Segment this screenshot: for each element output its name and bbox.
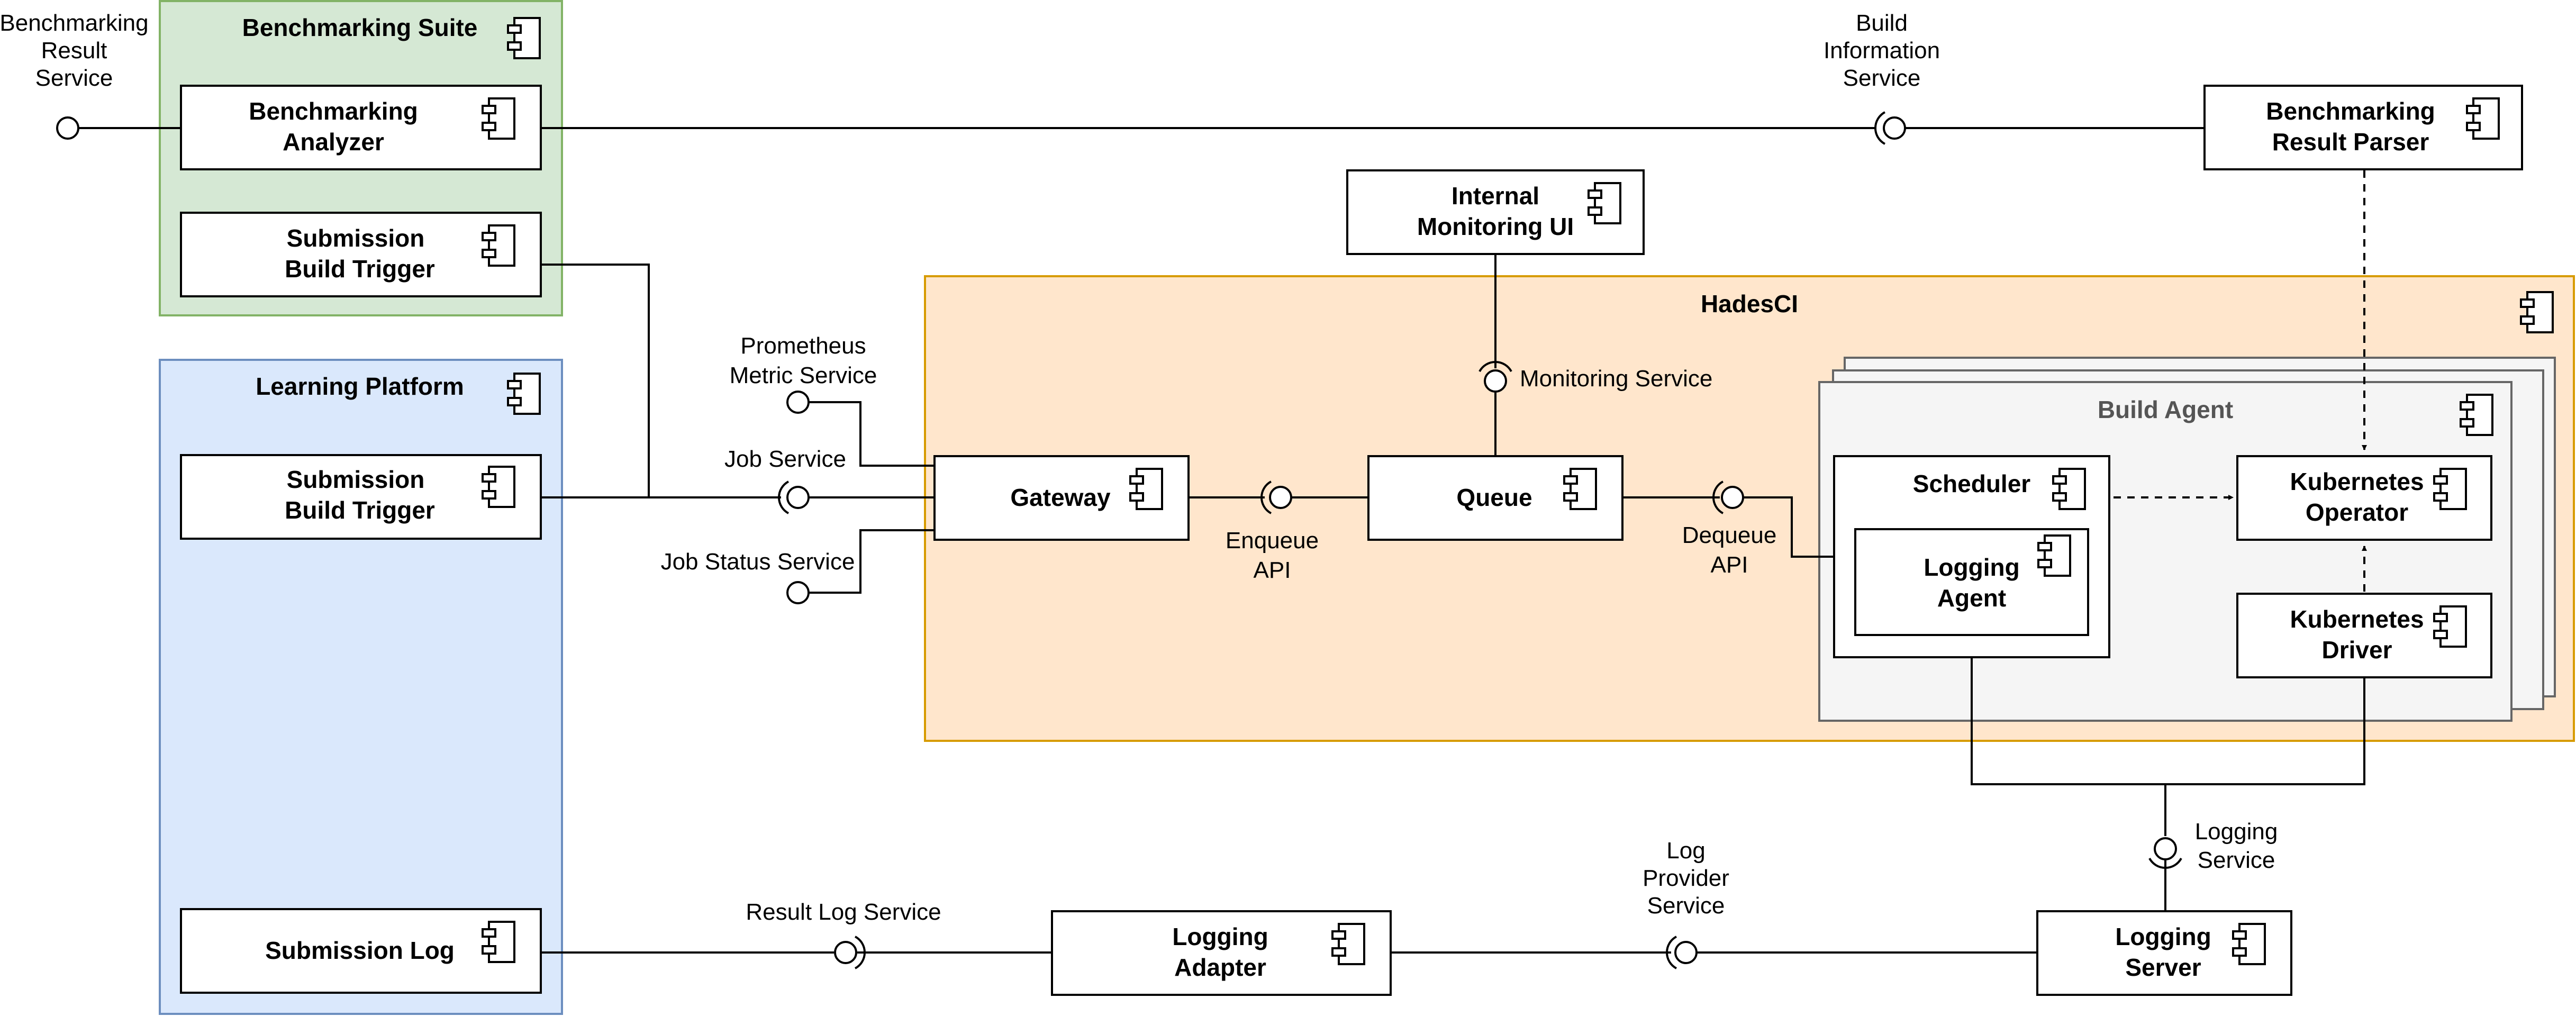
component-label: Server — [2125, 954, 2201, 981]
group-title-hadesci: HadesCI — [1701, 290, 1798, 318]
interface-label: API — [1254, 557, 1291, 583]
required-interface-icon — [2148, 858, 2182, 869]
component-label: Internal — [1452, 182, 1539, 210]
label-logging-service: Logging Service — [2195, 819, 2278, 873]
provided-interface-icon — [1883, 116, 1906, 140]
component-kubernetes-operator[interactable]: Kubernetes Operator — [2236, 455, 2492, 541]
component-kubernetes-driver[interactable]: Kubernetes Driver — [2236, 593, 2492, 678]
component-submission-build-trigger-lp[interactable]: Submission Build Trigger — [180, 454, 542, 540]
component-label: Logging — [1924, 554, 2019, 581]
interface-label: API — [1711, 552, 1748, 578]
interface-label: Provider — [1643, 865, 1729, 891]
connector-line — [1971, 657, 2365, 785]
component-label: Agent — [1937, 584, 2006, 612]
required-interface-icon — [778, 480, 789, 514]
component-label: Submission — [287, 466, 425, 493]
required-interface-icon — [1712, 480, 1724, 514]
group-title-benchmarking-suite: Benchmarking Suite — [242, 14, 478, 41]
provided-interface-icon — [1269, 486, 1292, 509]
interface-label: Service — [2198, 847, 2275, 873]
required-interface-icon — [1260, 480, 1272, 514]
label-monitoring-service: Monitoring Service — [1520, 366, 1712, 392]
interface-label: Service — [35, 65, 113, 91]
component-label: Submission — [287, 224, 425, 252]
provided-interface-icon — [1484, 369, 1507, 393]
required-interface-icon — [855, 936, 866, 969]
component-label: Queue — [1456, 484, 1532, 511]
component-scheduler[interactable]: Scheduler Logging Agent — [1833, 455, 2110, 658]
group-title-build-agent: Build Agent — [2098, 396, 2233, 423]
component-label: Benchmarking — [2266, 97, 2435, 125]
component-label: Kubernetes — [2290, 605, 2424, 633]
component-label: Driver — [2322, 636, 2392, 664]
provided-interface-icon — [1674, 941, 1698, 964]
connector-line — [809, 529, 935, 594]
required-interface-icon — [1874, 111, 1885, 145]
label-enqueue-api: Enqueue API — [1226, 528, 1319, 583]
interface-label: Enqueue — [1226, 528, 1319, 554]
component-label: Adapter — [1174, 954, 1266, 981]
interface-label: Benchmarking — [0, 10, 149, 36]
provided-interface-icon — [1721, 486, 1744, 509]
component-label: Kubernetes — [2290, 468, 2424, 495]
dependencies — [2114, 170, 2367, 592]
provided-interface-icon — [2154, 837, 2177, 860]
label-job-service: Job Service — [724, 446, 846, 472]
component-label: Logging — [1172, 923, 1268, 950]
interface-label: Result — [41, 38, 107, 64]
component-gateway[interactable]: Gateway — [933, 455, 1190, 541]
component-queue[interactable]: Queue — [1367, 455, 1623, 541]
component-label: Gateway — [1010, 484, 1111, 511]
interface-label: Information — [1824, 38, 1940, 64]
component-label: Scheduler — [1913, 470, 2031, 497]
component-label: Benchmarking — [249, 97, 418, 125]
component-logging-server[interactable]: Logging Server — [2036, 910, 2292, 996]
component-benchmarking-result-parser[interactable]: Benchmarking Result Parser — [2203, 85, 2523, 170]
provided-interface-icon — [56, 116, 79, 140]
interface-label: Metric Service — [730, 362, 877, 388]
provided-interface-icon — [786, 391, 810, 414]
label-prometheus-metric-service: Prometheus Metric Service — [730, 333, 877, 388]
required-interface-icon — [1479, 361, 1512, 372]
component-label: Build Trigger — [285, 255, 435, 283]
provided-interface-icon — [786, 486, 810, 509]
interface-label: Log — [1666, 838, 1705, 864]
component-benchmarking-analyzer[interactable]: Benchmarking Analyzer — [180, 85, 542, 170]
label-build-information-service: Build Information Service — [1824, 10, 1940, 91]
component-label: Build Trigger — [285, 496, 435, 524]
interface-label: Prometheus — [740, 333, 866, 359]
connector-line — [540, 264, 650, 497]
label-job-status-service: Job Status Service — [661, 549, 855, 575]
component-submission-log[interactable]: Submission Log — [180, 908, 542, 994]
component-submission-build-trigger-bs[interactable]: Submission Build Trigger — [180, 212, 542, 297]
interface-symbols — [56, 111, 2182, 969]
component-label: Monitoring UI — [1417, 213, 1574, 240]
required-interface-icon — [1666, 936, 1677, 969]
component-label: Logging — [2115, 923, 2211, 950]
connectors — [78, 127, 2365, 954]
component-label: Operator — [2306, 498, 2408, 526]
component-label: Analyzer — [283, 128, 384, 156]
component-label: Submission Log — [265, 937, 455, 964]
connector-line — [1743, 496, 1834, 558]
interface-label: Service — [1647, 893, 1725, 919]
group-title-learning-platform: Learning Platform — [256, 373, 464, 400]
label-log-provider-service: Log Provider Service — [1643, 838, 1729, 919]
interface-label: Build — [1856, 10, 1908, 36]
interface-label: Dequeue — [1682, 522, 1777, 548]
component-logging-adapter[interactable]: Logging Adapter — [1051, 910, 1392, 996]
interface-label: Service — [1843, 65, 1921, 91]
label-benchmarking-result-service: Benchmarking Result Service — [0, 10, 149, 91]
label-dequeue-api: Dequeue API — [1682, 522, 1777, 578]
component-logging-agent[interactable]: Logging Agent — [1854, 528, 2089, 636]
component-internal-monitoring-ui[interactable]: Internal Monitoring UI — [1346, 169, 1645, 255]
provided-interface-icon — [786, 581, 810, 604]
provided-interface-icon — [834, 941, 857, 964]
interface-label: Logging — [2195, 819, 2278, 845]
interface-labels: Benchmarking Result Service Build Inform… — [0, 10, 2278, 925]
connector-line — [809, 401, 935, 467]
label-result-log-service: Result Log Service — [746, 899, 941, 925]
component-label: Result Parser — [2272, 128, 2429, 156]
